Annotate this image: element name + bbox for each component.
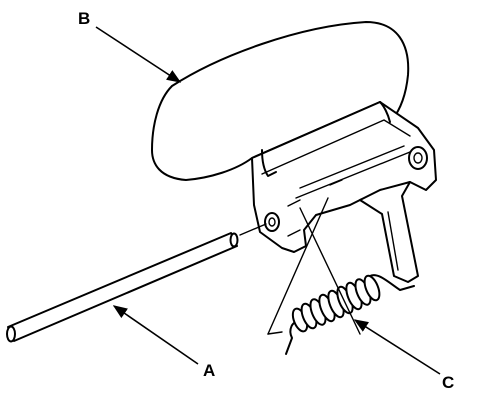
callout-label-c: C xyxy=(442,373,454,392)
pivot-pin-alignment-line xyxy=(239,223,267,236)
pivot-pin-left-end xyxy=(6,325,16,343)
part-c-return-spring xyxy=(285,274,415,355)
leader-line-a xyxy=(112,305,199,365)
spring-coils xyxy=(291,274,381,333)
handle-lever-slot xyxy=(387,211,399,271)
spring-long-leg xyxy=(369,274,415,291)
leader-line-b xyxy=(95,26,182,83)
handle-lever-arm xyxy=(359,181,419,283)
callout-label-a: A xyxy=(203,361,215,380)
handle-front-tab xyxy=(261,149,277,177)
pivot-boss-rear xyxy=(408,146,428,170)
pivot-hole-front xyxy=(264,212,280,232)
handle-body-detail xyxy=(287,179,343,237)
part-a-pivot-pin xyxy=(6,223,267,343)
handle-inner-edge xyxy=(295,145,411,199)
pivot-boss-rear-hole xyxy=(413,152,423,164)
handle-body xyxy=(251,101,437,253)
leader-line-c xyxy=(353,319,441,375)
handle-top-ridge xyxy=(261,119,411,175)
part-b-handle-assembly xyxy=(151,21,437,283)
handle-rear-tab xyxy=(379,101,391,123)
assembly-guide-lines xyxy=(267,197,361,335)
pivot-pin-body xyxy=(7,232,238,342)
pivot-pin-right-end xyxy=(229,232,239,248)
pivot-hole-inner xyxy=(268,217,276,227)
callout-label-b: B xyxy=(78,9,90,28)
